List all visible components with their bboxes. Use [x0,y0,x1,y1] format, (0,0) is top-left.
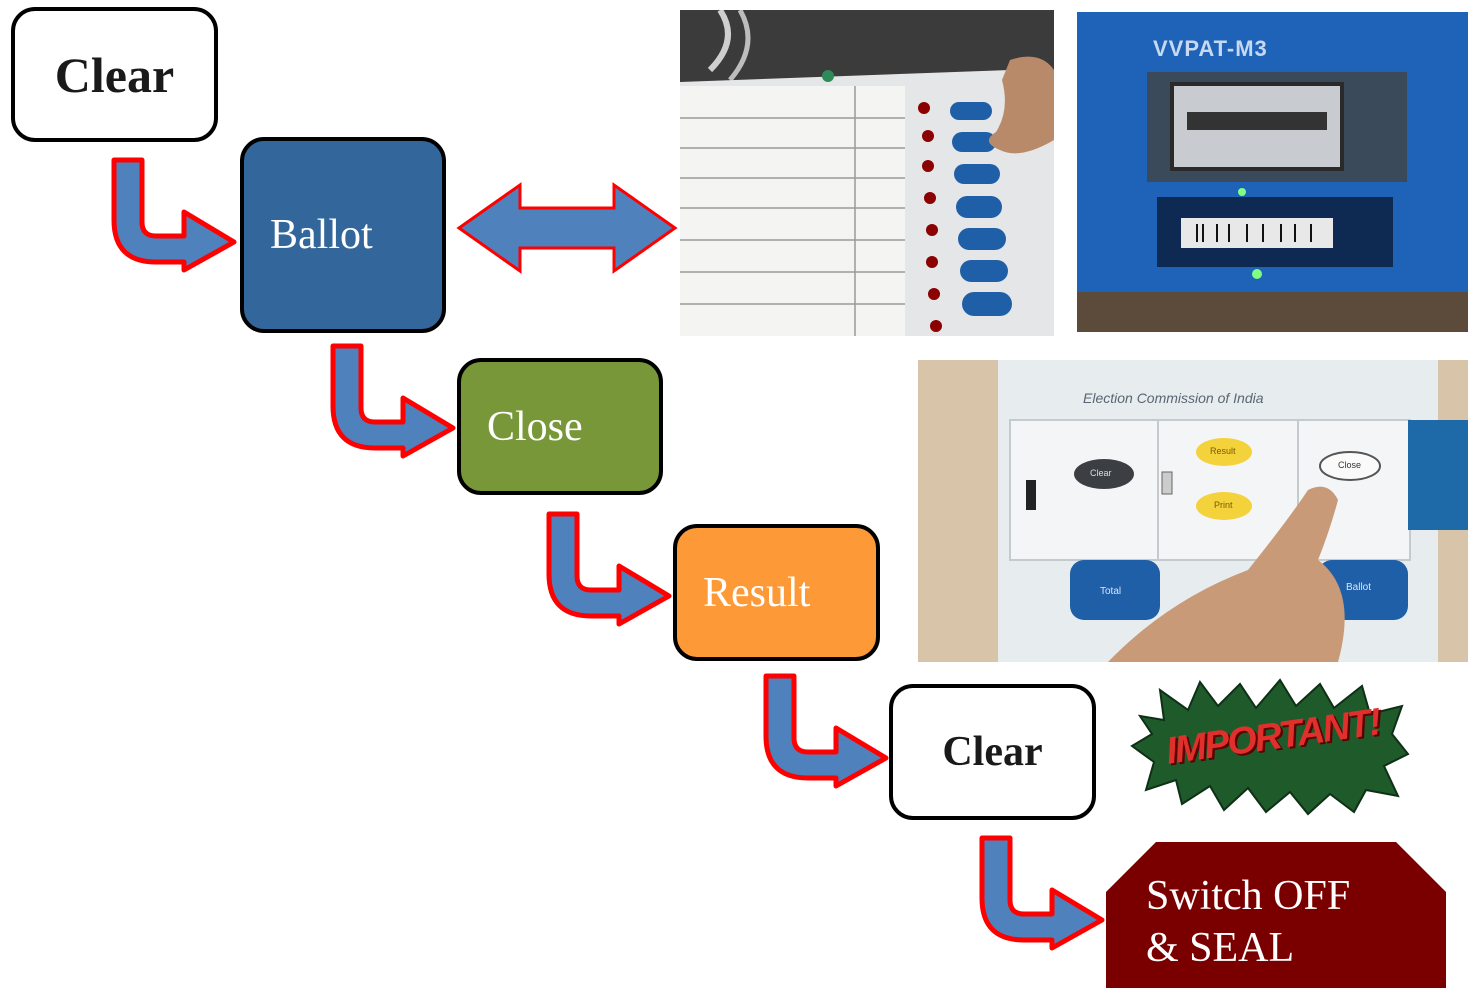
flow-arrow-2-icon [330,343,456,459]
starburst-icon [1130,678,1410,816]
control-unit-total-button: Total [1100,586,1122,597]
step-clear-2-label: Clear [942,729,1043,775]
vvpat-photo: VVPAT-M3 [1077,12,1468,332]
control-unit-close-button: Close [1338,460,1362,470]
control-unit-ballot-button: Ballot [1346,582,1372,593]
step-ballot: Ballot [240,137,446,333]
step-switch-off-label-2: & SEAL [1146,925,1295,971]
step-ballot-label: Ballot [270,212,373,258]
step-close-label: Close [487,403,583,450]
flow-arrow-3-icon [546,511,672,627]
flow-arrow-4-icon [763,673,889,789]
step-clear-1: Clear [11,7,218,142]
flow-arrow-5-icon [979,835,1105,951]
step-clear-1-label: Clear [54,46,175,103]
step-result-label: Result [703,569,811,616]
flow-arrow-1-icon [111,157,237,273]
step-switch-off-label-1: Switch OFF [1146,873,1351,919]
step-close: Close [457,358,663,495]
step-switch-off-seal: Switch OFF & SEAL [1106,842,1446,988]
control-unit-label: Election Commission of India [1083,390,1264,406]
control-unit-result-button: Result [1210,446,1236,456]
important-badge: IMPORTANT! [1130,676,1410,816]
step-result: Result [673,524,880,661]
control-unit-clear-button: Clear [1090,468,1112,478]
step-clear-2: Clear [889,684,1096,820]
ballot-unit-photo [680,10,1054,336]
double-arrow-icon [456,182,678,274]
control-unit-photo: Election Commission of India Clear Resul… [918,360,1468,662]
control-unit-print-button: Print [1214,500,1233,510]
vvpat-label: VVPAT-M3 [1153,36,1268,61]
